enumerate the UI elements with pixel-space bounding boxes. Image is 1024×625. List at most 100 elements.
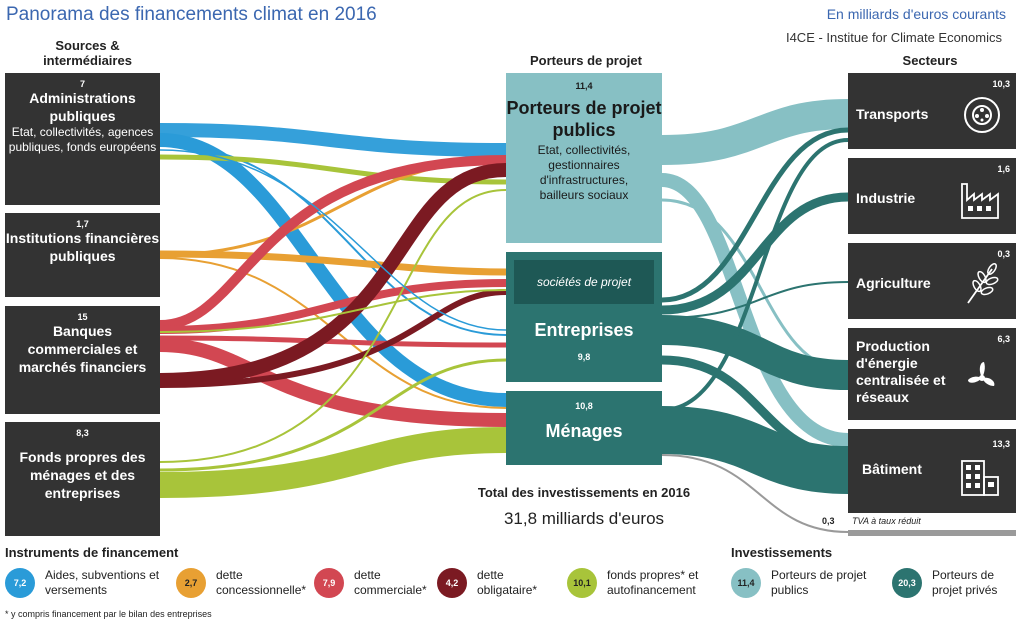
units-note: En milliards d'euros courants bbox=[826, 6, 1006, 22]
source-commercial-banks: 15 Banques commerciales et marchés finan… bbox=[5, 306, 160, 414]
building-icon bbox=[961, 460, 999, 496]
legend-badge: 4,2 bbox=[437, 568, 467, 598]
sector-agriculture: 0,3 Agriculture bbox=[848, 243, 1016, 319]
flow-companies-industry bbox=[661, 192, 849, 315]
flow-companies-agriculture bbox=[661, 281, 849, 319]
sector-name: Industrie bbox=[856, 190, 916, 206]
source-value: 8,3 bbox=[76, 428, 89, 438]
sector-value: 13,3 bbox=[992, 439, 1010, 449]
carrier-value: 11,4 bbox=[575, 81, 593, 91]
legend-label: dette commerciale* bbox=[354, 568, 427, 597]
flow-companies-transport bbox=[661, 127, 849, 303]
legend-item-bond-debt: 4,2 dette obligataire* bbox=[437, 568, 557, 598]
sector-value: 6,3 bbox=[997, 334, 1010, 344]
spv-box: sociétés de projet bbox=[514, 260, 654, 304]
flow-ifp-concessional-public bbox=[159, 158, 507, 257]
carrier-subtitle: Etat, collectivités, gestionnaires d'inf… bbox=[537, 143, 631, 202]
sector-name: Transports bbox=[856, 106, 929, 122]
source-title: Institutions financières publiques bbox=[5, 230, 160, 264]
flow-bank-commercial-spv bbox=[159, 279, 507, 334]
source-subtitle: Etat, collectivités, agences publiques, … bbox=[8, 125, 157, 154]
flow-equity-self-public bbox=[159, 189, 507, 463]
sector-value: 1,6 bbox=[997, 164, 1010, 174]
carrier-title: Entreprises bbox=[534, 320, 634, 340]
source-title: Administrations publiques bbox=[29, 90, 136, 124]
vat-value: 0,3 bbox=[822, 516, 835, 526]
carrier-value: 9,8 bbox=[577, 352, 591, 362]
flow-households-vat bbox=[661, 454, 849, 533]
sectors-column-header: Secteurs bbox=[902, 53, 958, 68]
legend-label: fonds propres* et autofinancement bbox=[607, 568, 699, 597]
sector-name: Agriculture bbox=[856, 275, 931, 291]
flow-households-transport bbox=[661, 138, 849, 412]
carrier-households: 10,8 Ménages bbox=[506, 391, 662, 465]
sector-transport: 10,3 Transports bbox=[848, 73, 1016, 149]
factory-icon bbox=[961, 183, 999, 219]
flow-admin-grant-companies bbox=[159, 144, 507, 336]
legend-badge: 20,3 bbox=[892, 568, 922, 598]
total-label: Total des investissements en 2016 bbox=[477, 485, 691, 500]
flow-public-transport bbox=[661, 99, 849, 165]
legend-badge: 7,2 bbox=[5, 568, 35, 598]
legend-label: Aides, subventions et versements bbox=[45, 568, 160, 597]
source-public-administrations: 7 Administrations publiques Etat, collec… bbox=[5, 73, 160, 205]
legend-item-equity: 10,1 fonds propres* et autofinancement bbox=[567, 568, 717, 598]
carrier-value: 10,8 bbox=[575, 401, 593, 411]
source-equity: 8,3 Fonds propres des ménages et des ent… bbox=[5, 422, 160, 536]
flow-admin-grant-households bbox=[159, 133, 507, 407]
carriers-column-header: Porteurs de projet bbox=[530, 53, 642, 68]
source-title: Banques commerciales et marchés financie… bbox=[18, 323, 147, 375]
flow-companies-energy bbox=[661, 315, 849, 390]
legend-badge: 7,9 bbox=[314, 568, 344, 598]
legend-item-commercial-debt: 7,9 dette commerciale* bbox=[314, 568, 434, 598]
footnote: * y compris financement par le bilan des… bbox=[5, 609, 212, 619]
carrier-title: Ménages bbox=[545, 421, 623, 441]
sector-value: 10,3 bbox=[992, 79, 1010, 89]
legend-item-private-carriers: 20,3 Porteurs de projet privés bbox=[892, 568, 1022, 598]
legend-label: dette concessionnelle* bbox=[216, 568, 307, 597]
carrier-public: 11,4 Porteurs de projet publics Etat, co… bbox=[506, 73, 662, 243]
sector-industry: 1,6 Industrie bbox=[848, 158, 1016, 234]
page-title: Panorama des financements climat en 2016 bbox=[6, 4, 377, 25]
sector-building: 13,3 Bâtiment bbox=[848, 429, 1016, 513]
legend-badge: 11,4 bbox=[731, 568, 761, 598]
wind-turbine-icon bbox=[968, 362, 995, 386]
flow-households-building bbox=[661, 406, 849, 494]
vat-label: TVA à taux réduit bbox=[852, 516, 921, 526]
carrier-title: Porteurs de projet publics bbox=[506, 98, 662, 140]
flow-bank-commercial-households bbox=[159, 338, 507, 427]
sector-value: 0,3 bbox=[997, 249, 1010, 259]
transport-icon bbox=[964, 97, 1000, 133]
legend-label: dette obligataire* bbox=[477, 568, 538, 597]
sector-energy: 6,3 Production d'énergie centralisée et … bbox=[848, 328, 1016, 420]
legend-label: Porteurs de projet publics bbox=[771, 568, 867, 597]
source-title: Fonds propres des ménages et des entrepr… bbox=[19, 449, 146, 501]
flow-bank-equity-spv bbox=[159, 289, 507, 333]
legend-item-concessional-debt: 2,7 dette concessionnelle* bbox=[176, 568, 316, 598]
legend-badge: 2,7 bbox=[176, 568, 206, 598]
flow-bank-bond-public bbox=[159, 163, 507, 387]
source-value: 7 bbox=[79, 79, 85, 89]
flow-equity-self-companies bbox=[159, 358, 507, 472]
investments-legend-title: Investissements bbox=[731, 545, 833, 560]
source-value: 1,7 bbox=[76, 219, 89, 229]
legend-item-public-carriers: 11,4 Porteurs de projet publics bbox=[731, 568, 871, 598]
vat-bar bbox=[848, 530, 1016, 536]
sector-name: Production d'énergie centralisée et rése… bbox=[856, 338, 946, 405]
total-value: 31,8 milliards d'euros bbox=[503, 509, 665, 528]
wheat-icon bbox=[967, 263, 999, 304]
sources-column-header: Sources & intermédiaires bbox=[43, 38, 132, 68]
legend-label: Porteurs de projet privés bbox=[932, 568, 998, 597]
flow-bank-bond-spv bbox=[159, 289, 507, 388]
flow-bank-commercial-companies bbox=[159, 335, 507, 348]
flow-admin-grant-public bbox=[159, 123, 507, 157]
source-public-financial-institutions: 1,7 Institutions financières publiques bbox=[5, 213, 160, 297]
flow-admin-grant-thin bbox=[159, 149, 507, 331]
legend-item-grants: 7,2 Aides, subventions et versements bbox=[5, 568, 163, 598]
flow-equity-self-households bbox=[159, 427, 507, 498]
carrier-companies: sociétés de projet Entreprises 9,8 bbox=[506, 252, 662, 382]
flow-bank-commercial-public bbox=[159, 155, 507, 330]
flow-public-building bbox=[661, 173, 849, 447]
legend-badge: 10,1 bbox=[567, 568, 597, 598]
